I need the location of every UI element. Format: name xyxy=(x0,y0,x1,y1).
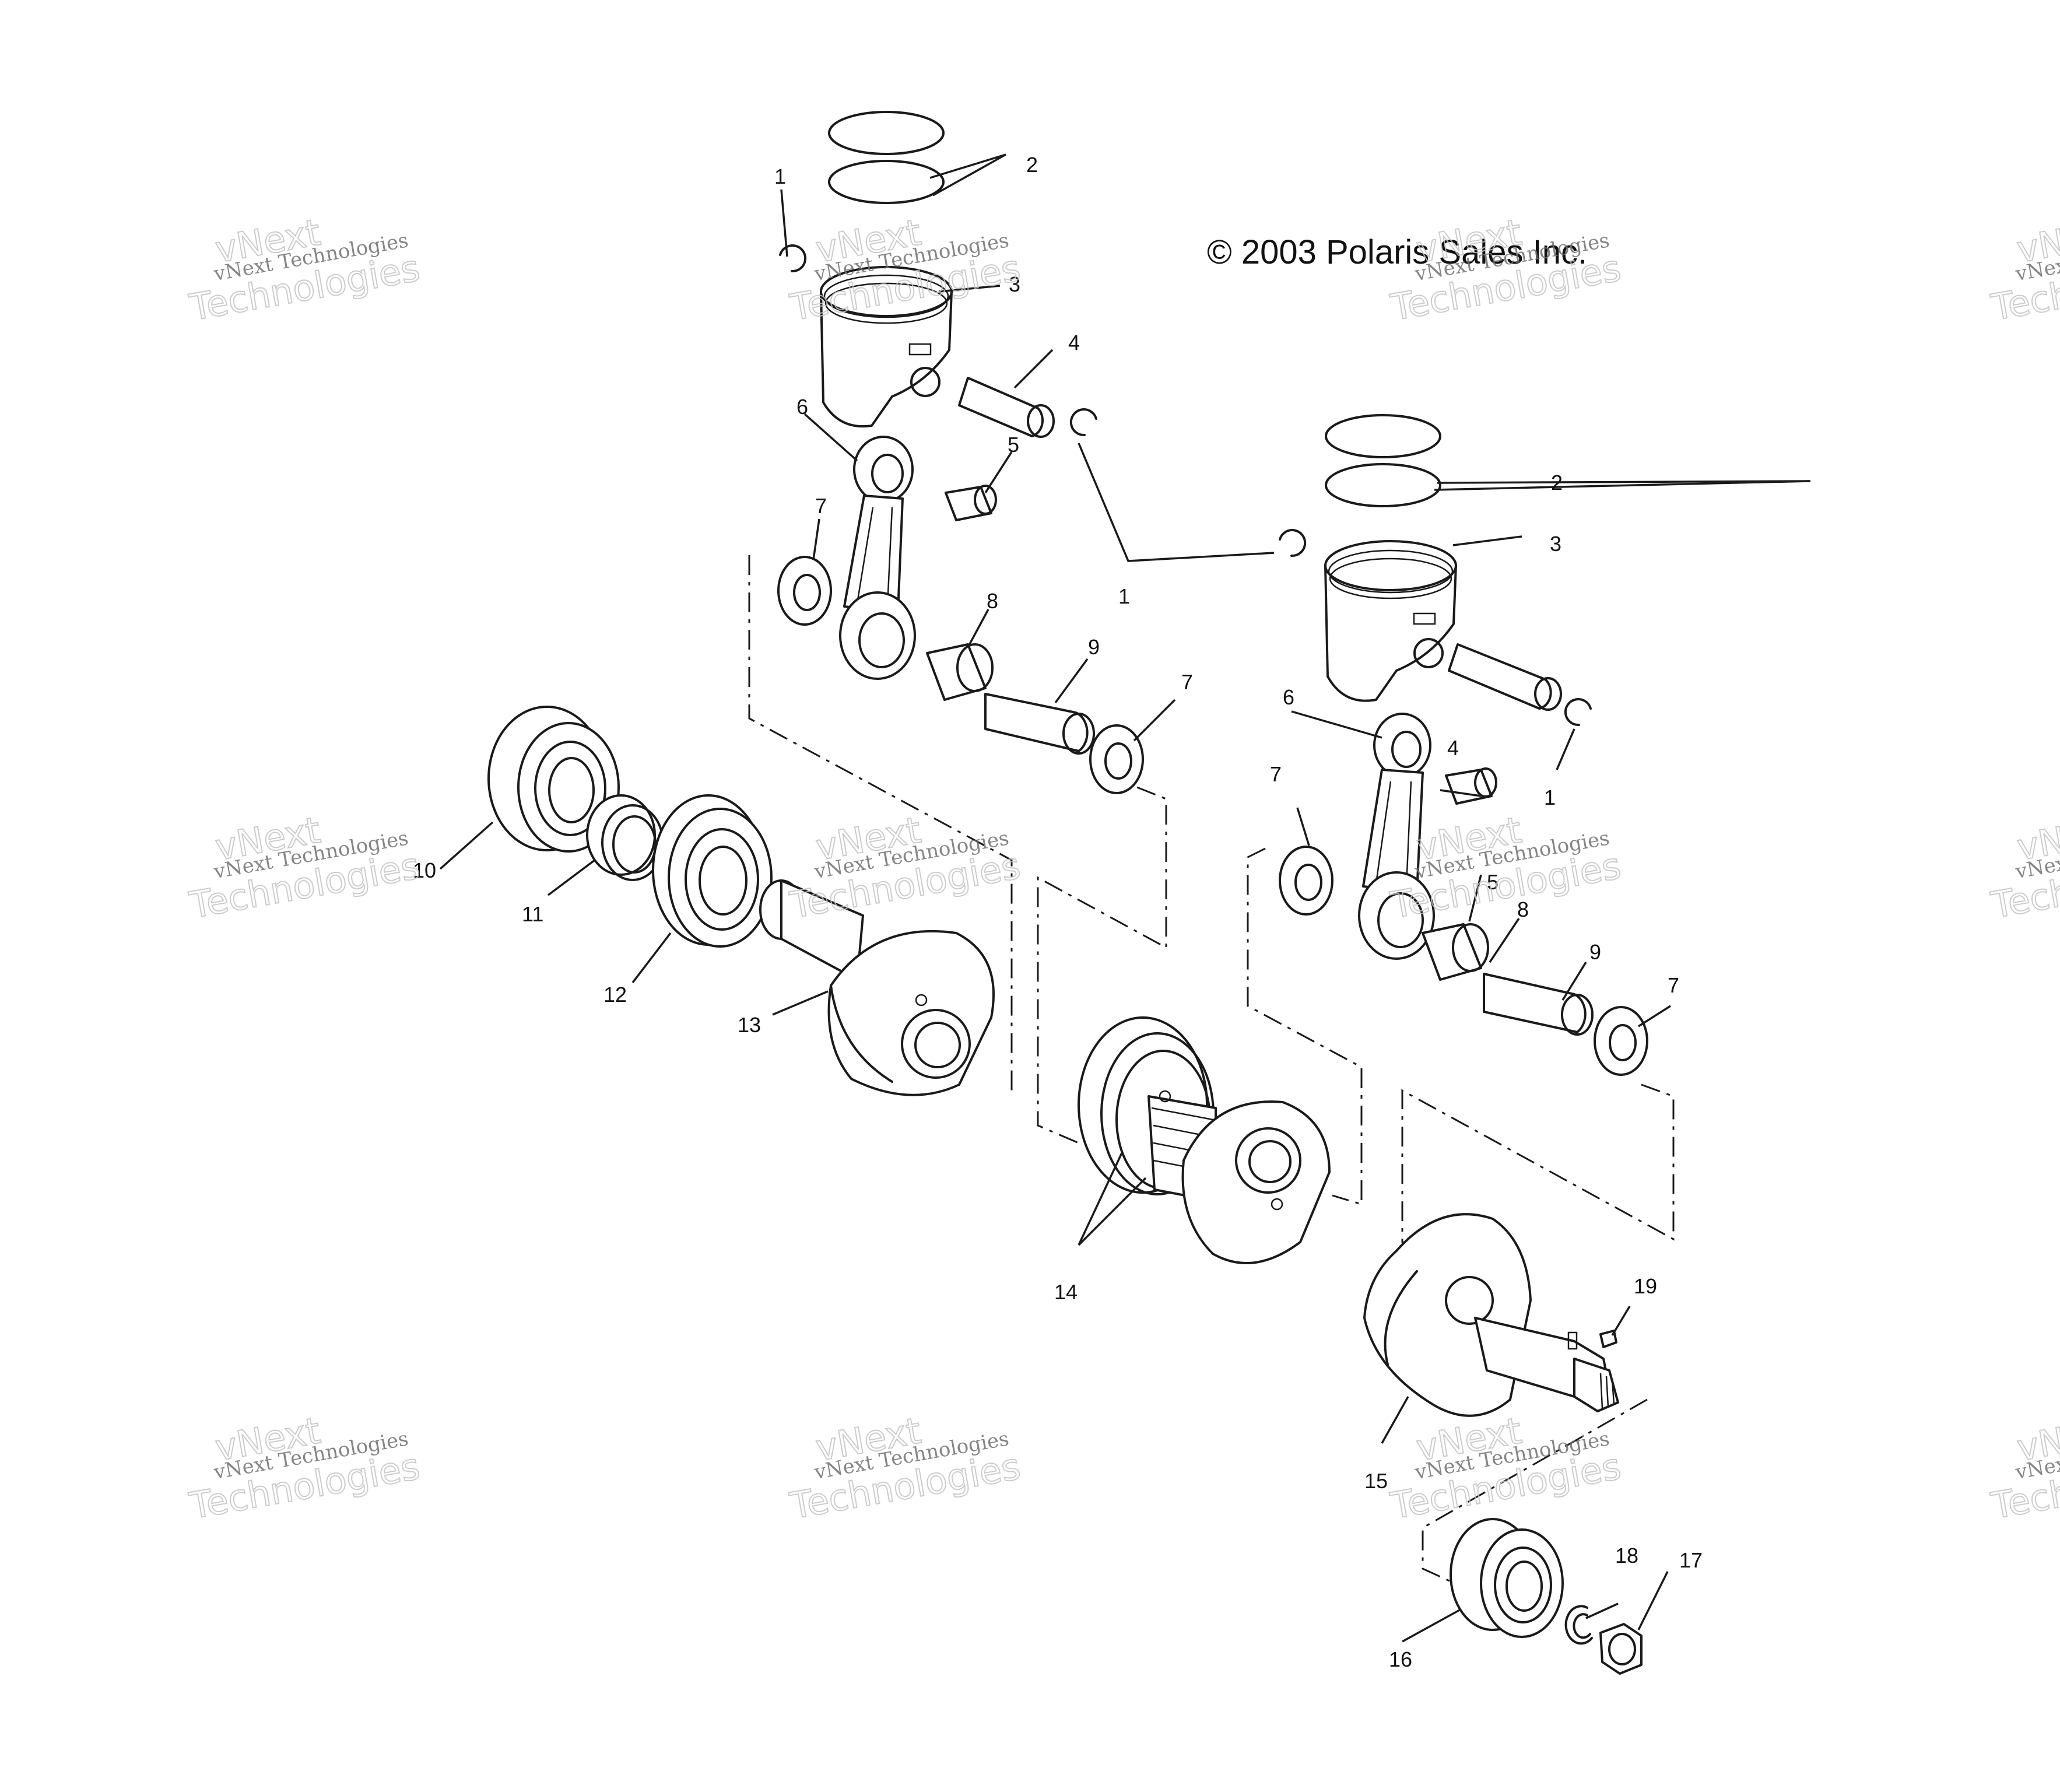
watermark: vNext vNext Technologies Technologies xyxy=(1987,1408,2060,1528)
piston-pin-left xyxy=(958,377,1055,438)
washer-18 xyxy=(1564,1605,1593,1645)
crank-pin-left xyxy=(984,693,1095,755)
callout-19: 19 xyxy=(1634,1274,1657,1298)
callout-7: 7 xyxy=(1181,670,1193,694)
crankshaft-half-15 xyxy=(1363,1213,1619,1417)
watermark: vNext vNext Technologies Technologies xyxy=(786,210,1024,329)
connecting-rod-left xyxy=(839,436,916,680)
callout-4: 4 xyxy=(1068,331,1080,355)
callout-10: 10 xyxy=(413,858,436,882)
crank-pin-right xyxy=(1483,973,1594,1036)
piston-rings-left xyxy=(828,111,945,204)
needle-bearing-big-left xyxy=(926,643,994,701)
callout-1: 1 xyxy=(1118,584,1130,608)
piston-rings-right xyxy=(1325,414,1441,507)
connecting-rod-right xyxy=(1358,713,1435,960)
watermark: vNext vNext Technologies Technologies xyxy=(786,1408,1024,1528)
callout-14: 14 xyxy=(1054,1280,1078,1304)
needle-bearing-big-right xyxy=(1422,923,1489,981)
watermark: vNext vNext Technologies Technologies xyxy=(1987,808,2060,927)
crankshaft-half-13 xyxy=(759,879,995,1096)
watermark: vNext vNext Technologies Technologies xyxy=(185,1408,423,1528)
callout-5: 5 xyxy=(1008,433,1019,457)
callout-2: 2 xyxy=(1551,471,1563,495)
watermark: vNext vNext Technologies Technologies xyxy=(1387,1408,1624,1528)
piston-left xyxy=(820,266,953,428)
circlip-upper-left xyxy=(779,244,807,273)
watermarks: vNext vNext Technologies Technologies vN… xyxy=(185,210,2060,1528)
callout-8: 8 xyxy=(987,589,998,613)
callout-labels: 1 2 3 4 6 5 7 8 9 7 1 2 3 6 4 1 7 5 8 9 … xyxy=(413,153,1703,1671)
thrust-washer-right-a xyxy=(1279,846,1333,916)
callout-3: 3 xyxy=(1550,532,1561,556)
callout-17: 17 xyxy=(1679,1548,1703,1572)
callout-8: 8 xyxy=(1517,897,1529,921)
crankshaft-center-14 xyxy=(1078,1016,1331,1264)
callout-6: 6 xyxy=(796,395,808,419)
watermark: vNext vNext Technologies Technologies xyxy=(786,808,1024,927)
thrust-washer-left-b xyxy=(1089,724,1144,794)
piston-right xyxy=(1324,540,1457,702)
callout-5: 5 xyxy=(1487,870,1498,894)
thrust-washer-left-a xyxy=(777,556,832,626)
watermark: vNext vNext Technologies Technologies xyxy=(1987,210,2060,329)
callout-1: 1 xyxy=(774,164,786,188)
leader-lines xyxy=(439,153,1811,1643)
needle-bearing-small-right xyxy=(1445,767,1497,805)
callout-15: 15 xyxy=(1364,1469,1388,1493)
callout-6: 6 xyxy=(1283,685,1294,709)
callout-1: 1 xyxy=(1544,785,1556,809)
circlip-upper-right xyxy=(1279,529,1307,557)
watermark: vNext vNext Technologies Technologies xyxy=(185,210,423,329)
callout-7: 7 xyxy=(1270,762,1282,786)
copyright-notice: © 2003 Polaris Sales Inc. xyxy=(1207,233,1587,271)
nut-17 xyxy=(1599,1623,1643,1675)
callout-9: 9 xyxy=(1589,940,1601,964)
callout-13: 13 xyxy=(738,1013,761,1037)
needle-bearing-small-left xyxy=(945,485,997,521)
thrust-washer-right-b xyxy=(1594,1006,1648,1076)
ring-11 xyxy=(586,794,664,881)
circlip-lower-left xyxy=(1069,408,1097,437)
callout-18: 18 xyxy=(1615,1544,1638,1567)
callout-7: 7 xyxy=(815,494,827,518)
watermark: vNext vNext Technologies Technologies xyxy=(185,808,423,927)
bearing-16 xyxy=(1450,1518,1564,1638)
callout-16: 16 xyxy=(1389,1647,1412,1671)
circlip-lower-right xyxy=(1564,698,1592,727)
callout-9: 9 xyxy=(1088,635,1100,659)
callout-12: 12 xyxy=(603,983,627,1007)
callout-3: 3 xyxy=(1009,272,1020,296)
callout-7: 7 xyxy=(1668,973,1679,997)
callout-11: 11 xyxy=(522,902,543,926)
callout-2: 2 xyxy=(1026,153,1038,177)
piston-pin-right xyxy=(1448,643,1562,711)
bearing-12 xyxy=(652,794,773,948)
callout-4: 4 xyxy=(1447,736,1459,760)
